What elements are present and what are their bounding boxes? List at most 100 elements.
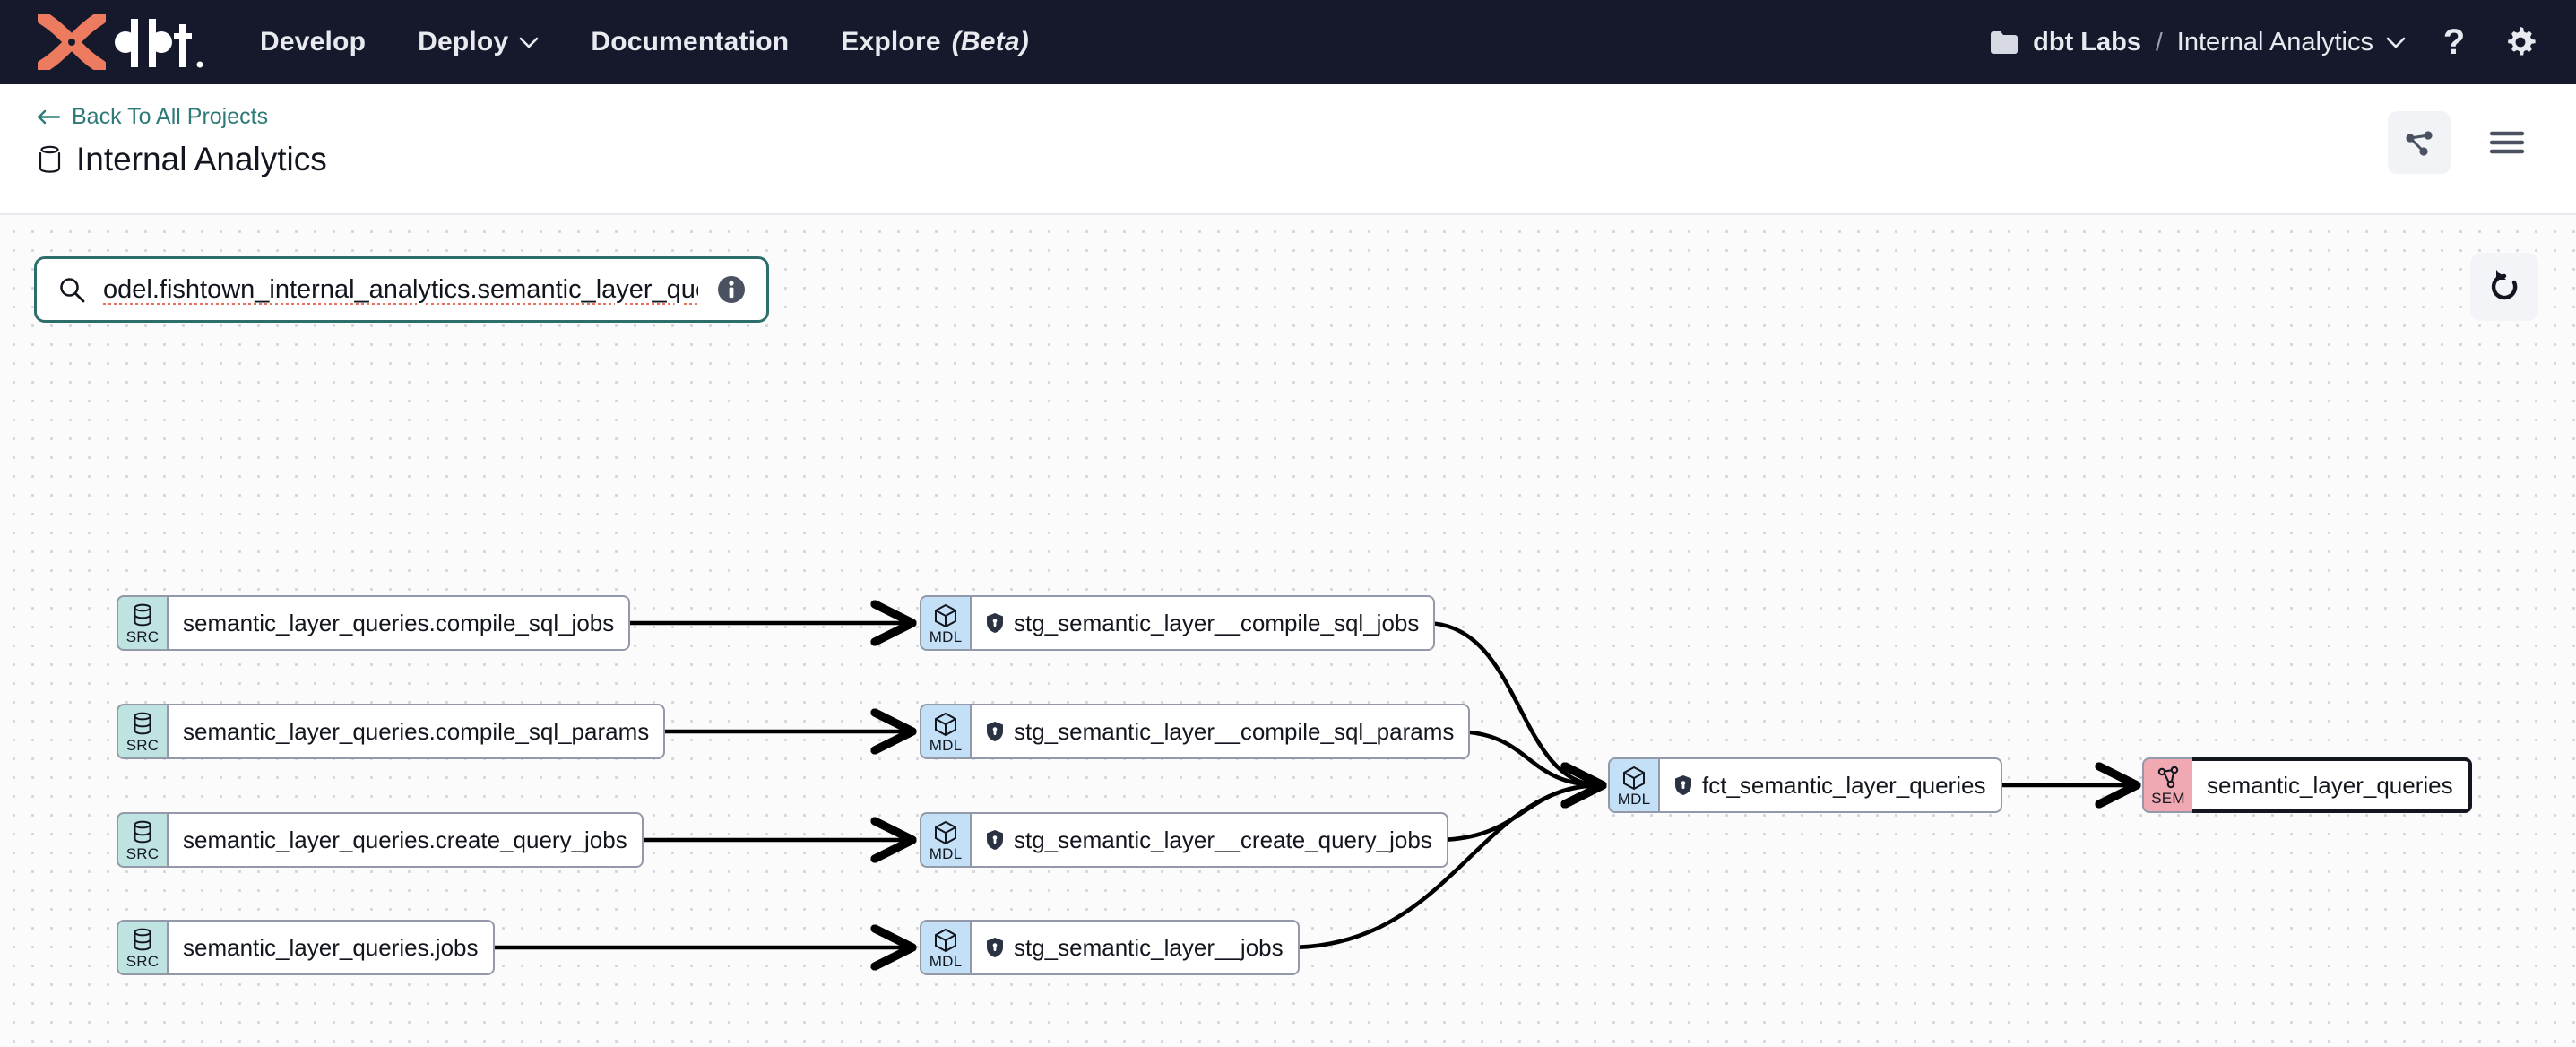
shield-icon (987, 722, 1003, 741)
database-cylinder-icon (134, 603, 151, 627)
breadcrumb-org[interactable]: dbt Labs (2033, 27, 2141, 56)
page-title: Internal Analytics (38, 141, 327, 178)
lineage-node-mdl3[interactable]: MDL stg_semantic_layer__create_query_job… (920, 812, 1448, 868)
nav-item-documentation-label: Documentation (591, 27, 790, 56)
shield-icon (987, 613, 1003, 633)
top-navigation-bar: Develop Deploy Documentation Explore (Be… (0, 0, 2576, 84)
gear-icon (2508, 27, 2536, 56)
reset-graph-button[interactable] (2470, 253, 2538, 321)
node-type-badge-mdl: MDL (920, 595, 970, 651)
dbt-logo-mark (38, 14, 106, 70)
node-type-badge-mdl: MDL (920, 812, 970, 868)
primary-nav-items: Develop Deploy Documentation Explore (Be… (260, 27, 1029, 57)
nav-item-deploy[interactable]: Deploy (418, 27, 539, 57)
lineage-node-mdl4[interactable]: MDL stg_semantic_layer__jobs (920, 920, 1300, 975)
lineage-node-label: stg_semantic_layer__compile_sql_jobs (1014, 609, 1420, 636)
lineage-node-src2[interactable]: SRC semantic_layer_queries.compile_sql_p… (117, 704, 666, 759)
edge-mdl2-fct (1453, 729, 1601, 785)
nav-item-explore-beta-tag: (Beta) (951, 27, 1029, 56)
nav-item-develop[interactable]: Develop (260, 27, 366, 57)
lineage-node-body[interactable]: semantic_layer_queries.compile_sql_jobs (167, 595, 631, 651)
node-type-badge-label: SRC (125, 845, 160, 862)
list-view-button[interactable] (2476, 111, 2538, 174)
lineage-node-src1[interactable]: SRC semantic_layer_queries.compile_sql_j… (117, 595, 631, 651)
lineage-node-label: semantic_layer_queries (2207, 771, 2453, 799)
lineage-node-mdl2[interactable]: MDL stg_semantic_layer__compile_sql_para… (920, 704, 1471, 759)
node-type-badge-label: SRC (125, 953, 160, 970)
nav-item-documentation[interactable]: Documentation (591, 27, 789, 57)
lineage-node-label: fct_semantic_layer_queries (1702, 771, 1986, 799)
share-graph-icon (2406, 131, 2433, 156)
node-type-badge-mdl: MDL (920, 704, 970, 759)
cube-icon (935, 712, 956, 737)
cube-icon (935, 928, 956, 953)
breadcrumb: dbt Labs / Internal Analytics (1990, 28, 2406, 57)
breadcrumb-separator: / (2155, 28, 2163, 56)
node-type-badge-src: SRC (117, 595, 167, 651)
node-type-badge-mdl: MDL (920, 920, 970, 975)
shield-icon (1675, 775, 1691, 795)
lineage-node-body[interactable]: semantic_layer_queries.jobs (167, 920, 495, 975)
lineage-canvas[interactable]: odel.fishtown_internal_analytics.semanti… (0, 215, 2576, 1047)
arrow-left-icon (38, 109, 61, 125)
lineage-node-sem[interactable]: SEM semantic_layer_queries (2142, 757, 2472, 813)
node-type-badge-src: SRC (117, 812, 167, 868)
lineage-node-src3[interactable]: SRC semantic_layer_queries.create_query_… (117, 812, 644, 868)
search-icon (60, 278, 85, 303)
lineage-node-body[interactable]: stg_semantic_layer__jobs (970, 920, 1300, 975)
lineage-node-body[interactable]: fct_semantic_layer_queries (1658, 757, 2002, 813)
node-type-badge-label: MDL (929, 953, 963, 970)
cube-icon (935, 603, 956, 628)
node-type-badge-sem: SEM (2142, 757, 2192, 813)
node-search-box[interactable]: odel.fishtown_internal_analytics.semanti… (34, 256, 769, 323)
info-icon[interactable] (716, 274, 747, 305)
nav-item-deploy-label: Deploy (418, 27, 509, 56)
node-type-badge-src: SRC (117, 920, 167, 975)
view-toggle-group (2388, 104, 2538, 174)
nav-item-develop-label: Develop (260, 27, 367, 56)
top-nav-right-cluster: dbt Labs / Internal Analytics ? (1990, 24, 2538, 60)
lineage-node-body[interactable]: stg_semantic_layer__create_query_jobs (970, 812, 1448, 868)
database-cylinder-icon (134, 712, 151, 735)
lineage-node-label: semantic_layer_queries.jobs (183, 933, 479, 961)
database-cylinder-icon (134, 820, 151, 844)
question-mark-icon: ? (2442, 22, 2466, 62)
lineage-node-body[interactable]: semantic_layer_queries.create_query_jobs (167, 812, 644, 868)
dbt-logo[interactable] (38, 14, 206, 70)
lineage-node-label: stg_semantic_layer__compile_sql_params (1014, 717, 1455, 745)
lineage-node-body[interactable]: stg_semantic_layer__compile_sql_jobs (970, 595, 1436, 651)
lineage-node-body[interactable]: semantic_layer_queries.compile_sql_param… (167, 704, 666, 759)
cube-icon (1623, 766, 1645, 791)
lineage-node-label: stg_semantic_layer__jobs (1014, 933, 1284, 961)
chevron-down-icon (2386, 37, 2406, 48)
lineage-node-body[interactable]: stg_semantic_layer__compile_sql_params (970, 704, 1471, 759)
lineage-node-body[interactable]: semantic_layer_queries (2192, 757, 2472, 813)
help-button[interactable]: ? (2436, 24, 2472, 60)
breadcrumb-project-label: Internal Analytics (2176, 27, 2373, 56)
lineage-graph-view-button[interactable] (2388, 111, 2451, 174)
nav-item-explore[interactable]: Explore (Beta) (841, 27, 1029, 57)
shield-icon (987, 830, 1003, 850)
node-type-badge-label: MDL (929, 628, 963, 645)
breadcrumb-project-selector[interactable]: Internal Analytics (2177, 28, 2406, 57)
node-type-badge-label: SRC (125, 737, 160, 754)
project-sub-header: Back To All Projects Internal Analytics (0, 84, 2576, 215)
lineage-node-label: semantic_layer_queries.create_query_jobs (183, 826, 627, 853)
network-graph-icon (2157, 766, 2179, 789)
edge-mdl4-fct (1288, 785, 1601, 950)
lineage-node-fct[interactable]: MDL fct_semantic_layer_queries (1608, 757, 2002, 813)
back-to-all-projects-label: Back To All Projects (72, 104, 269, 129)
back-to-all-projects-link[interactable]: Back To All Projects (38, 104, 327, 130)
database-icon (39, 145, 61, 173)
database-cylinder-icon (134, 928, 151, 951)
reset-icon (2491, 270, 2518, 300)
hamburger-icon (2489, 131, 2525, 154)
lineage-node-label: semantic_layer_queries.compile_sql_jobs (183, 609, 615, 636)
lineage-node-src4[interactable]: SRC semantic_layer_queries.jobs (117, 920, 495, 975)
folder-icon (1991, 31, 2018, 54)
settings-button[interactable] (2503, 24, 2538, 60)
lineage-node-label: semantic_layer_queries.compile_sql_param… (183, 717, 650, 745)
search-input[interactable]: odel.fishtown_internal_analytics.semanti… (103, 274, 698, 304)
lineage-node-mdl1[interactable]: MDL stg_semantic_layer__compile_sql_jobs (920, 595, 1436, 651)
node-type-badge-mdl: MDL (1608, 757, 1658, 813)
